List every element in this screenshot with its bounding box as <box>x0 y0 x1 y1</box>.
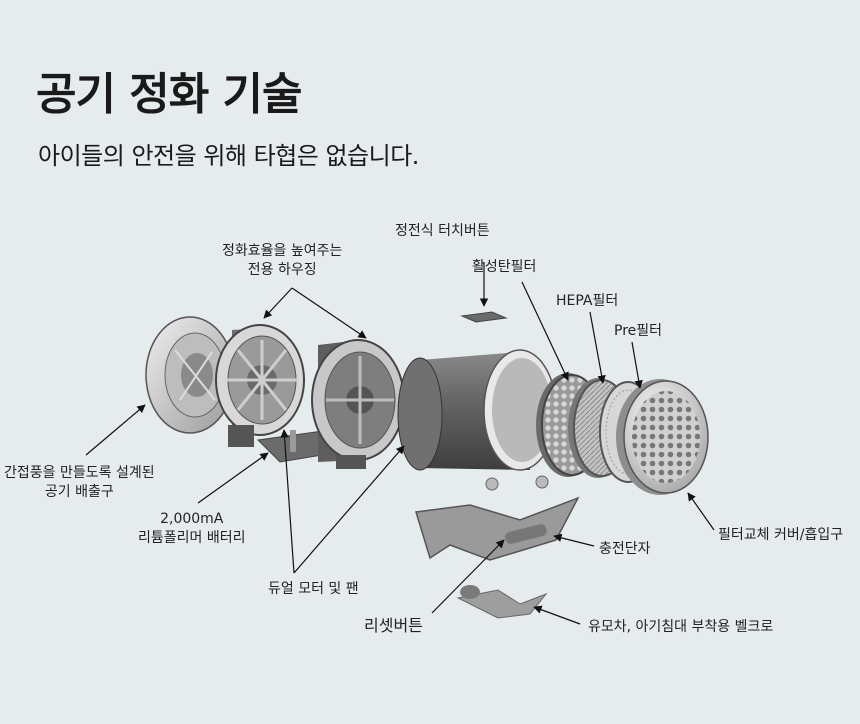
pre-filter-label: Pre필터 <box>614 323 663 339</box>
housing-part-1 <box>215 324 305 447</box>
velcro-part <box>456 585 548 619</box>
charge-port-label: 충전단자 <box>599 541 651 557</box>
housing-part-2 <box>311 339 405 469</box>
hepa-filter-label: HEPA필터 <box>556 293 619 309</box>
battery-label: 2,000mA 리튬폴리머 배터리 <box>138 511 246 546</box>
reset-button-label: 리셋버튼 <box>364 616 423 635</box>
touch-button-part <box>460 311 508 323</box>
carbon-filter-label: 활성탄필터 <box>472 259 537 275</box>
touch-button-label: 정전식 터치버튼 <box>395 223 490 239</box>
velcro-label: 유모차, 아기침대 부착용 벨크로 <box>588 619 774 635</box>
housing-label: 정화효율을 높여주는 전용 하우징 <box>222 243 343 278</box>
filter-cover-label: 필터교체 커버/흡입구 <box>718 527 844 543</box>
main-cylinder-part <box>397 349 557 471</box>
air-outlet-label: 간접풍을 만들도록 설계된 공기 배출구 <box>4 465 155 500</box>
filter-cover-part <box>616 379 709 495</box>
motor-fan-label: 듀얼 모터 및 팬 <box>268 581 359 597</box>
page-subtitle: 아이들의 안전을 위해 타협은 없습니다. <box>38 142 419 170</box>
page-title: 공기 정화 기술 <box>36 69 303 120</box>
leader-lines <box>85 262 715 625</box>
